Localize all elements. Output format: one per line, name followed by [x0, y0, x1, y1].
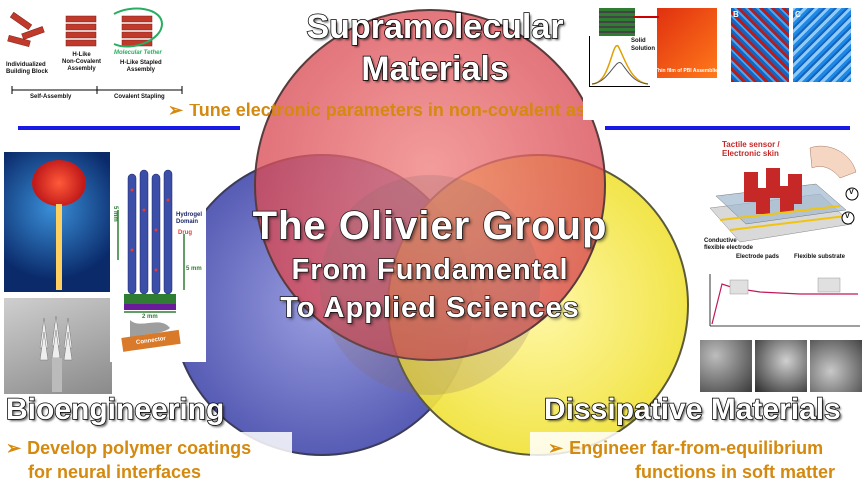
label-voltage-1: V — [849, 189, 854, 196]
bullet-right-line2: functions in soft matter — [635, 462, 836, 482]
heading-supramolecular-line1: Supramolecular — [306, 7, 564, 47]
modulus-curve — [709, 274, 860, 327]
label-hlike-stapled: H-Like Stapled Assembly — [120, 60, 162, 73]
modulus-plot — [700, 270, 863, 336]
assembly-illustration — [7, 7, 183, 94]
sem-image-2 — [755, 340, 807, 392]
label-5mm-a: 5 mm — [112, 206, 118, 222]
spectrum-curves — [591, 45, 649, 85]
label-drug: Drug — [178, 230, 192, 236]
sem-image-3 — [810, 340, 862, 392]
center-subtitle-1: From Fundamental — [291, 253, 569, 287]
label-2mm: 2 mm — [142, 314, 158, 320]
label-covalent-stapling: Covalent Stapling — [114, 94, 165, 100]
center-overlap-shade — [320, 175, 540, 395]
assembly-schematic: Individualized Building Block H-Like Non… — [2, 4, 207, 104]
sensor-illustration — [709, 145, 859, 243]
bullet-left-line1: ➢Develop polymer coatings — [6, 438, 252, 458]
heading-bioengineering: Bioengineering — [5, 392, 225, 427]
pbi-spectrum-plot — [589, 36, 650, 87]
arrow-right-icon — [633, 16, 659, 18]
sem-image-1 — [700, 340, 752, 392]
pbi-figure: Solid Solution Thin film of PBI Assembli… — [583, 2, 863, 120]
bullet-left-box — [0, 432, 292, 490]
microneedle-array — [39, 315, 73, 392]
neural-body-image — [4, 152, 112, 292]
label-solid: Solid — [631, 38, 646, 44]
bullet-top-text: Tune electronic parameters in non-covale… — [189, 100, 663, 120]
center-subtitle-2: To Applied Sciences — [280, 291, 580, 325]
heading-supramolecular-line2: Materials — [361, 49, 510, 89]
label-self-assembly: Self-Assembly — [30, 94, 72, 100]
supramolecular-circle — [254, 9, 606, 361]
pbi-stack-illustration — [599, 8, 635, 36]
divider-bar-right — [605, 126, 850, 130]
label-electrode-pads: Electrode pads — [736, 254, 780, 260]
probe-illustration — [117, 169, 185, 352]
label-tactile-sensor: Tactile sensor / Electronic skin — [722, 140, 780, 158]
bullet-top: ➢Tune electronic parameters in non-coval… — [168, 100, 663, 121]
pbi-map-c — [793, 8, 851, 82]
sem-micrographs — [700, 338, 863, 394]
label-conductive-electrode: Conductive flexible electrode — [704, 238, 754, 251]
label-5mm-b: 5 mm — [186, 266, 202, 272]
probe-schematic: Hydrogel Domain Drug 5 mm 5 mm 2 mm Conn… — [110, 150, 206, 362]
arrow-bullet-icon: ➢ — [168, 100, 184, 120]
label-hlike-noncovalent: H-Like Non-Covalent Assembly — [62, 52, 101, 72]
label-hydrogel-domain: Hydrogel Domain — [176, 212, 203, 225]
arrow-bullet-icon: ➢ — [6, 438, 22, 458]
label-individualized: Individualized Building Block — [6, 62, 48, 75]
label-panel-c: C — [795, 10, 801, 19]
bullet-left-line2: for neural interfaces — [28, 462, 202, 482]
label-thin-film: Thin film of PBI Assemblies — [655, 68, 721, 74]
spine-shape — [56, 204, 62, 290]
bullet-right-box — [530, 432, 865, 490]
center-title: The Olivier Group — [252, 203, 608, 249]
arrow-bullet-icon: ➢ — [548, 438, 564, 458]
microneedle-sem-image — [4, 298, 112, 394]
label-solution: Solution — [631, 46, 655, 52]
thin-film-photo — [657, 8, 717, 78]
label-flexible-substrate: Flexible substrate — [794, 254, 846, 260]
pbi-map-b — [731, 8, 789, 82]
label-molecular-tether: Molecular Tether — [114, 50, 162, 56]
divider-bar-left — [18, 126, 240, 130]
bullet-right-line1: ➢Engineer far-from-equilibrium — [548, 438, 824, 458]
label-panel-b: B — [733, 10, 739, 19]
brain-shape — [32, 160, 86, 206]
label-voltage-2: V — [845, 213, 850, 220]
tactile-sensor-figure: Tactile sensor / Electronic skin V V Con… — [700, 138, 863, 268]
heading-dissipative: Dissipative Materials — [543, 392, 841, 427]
